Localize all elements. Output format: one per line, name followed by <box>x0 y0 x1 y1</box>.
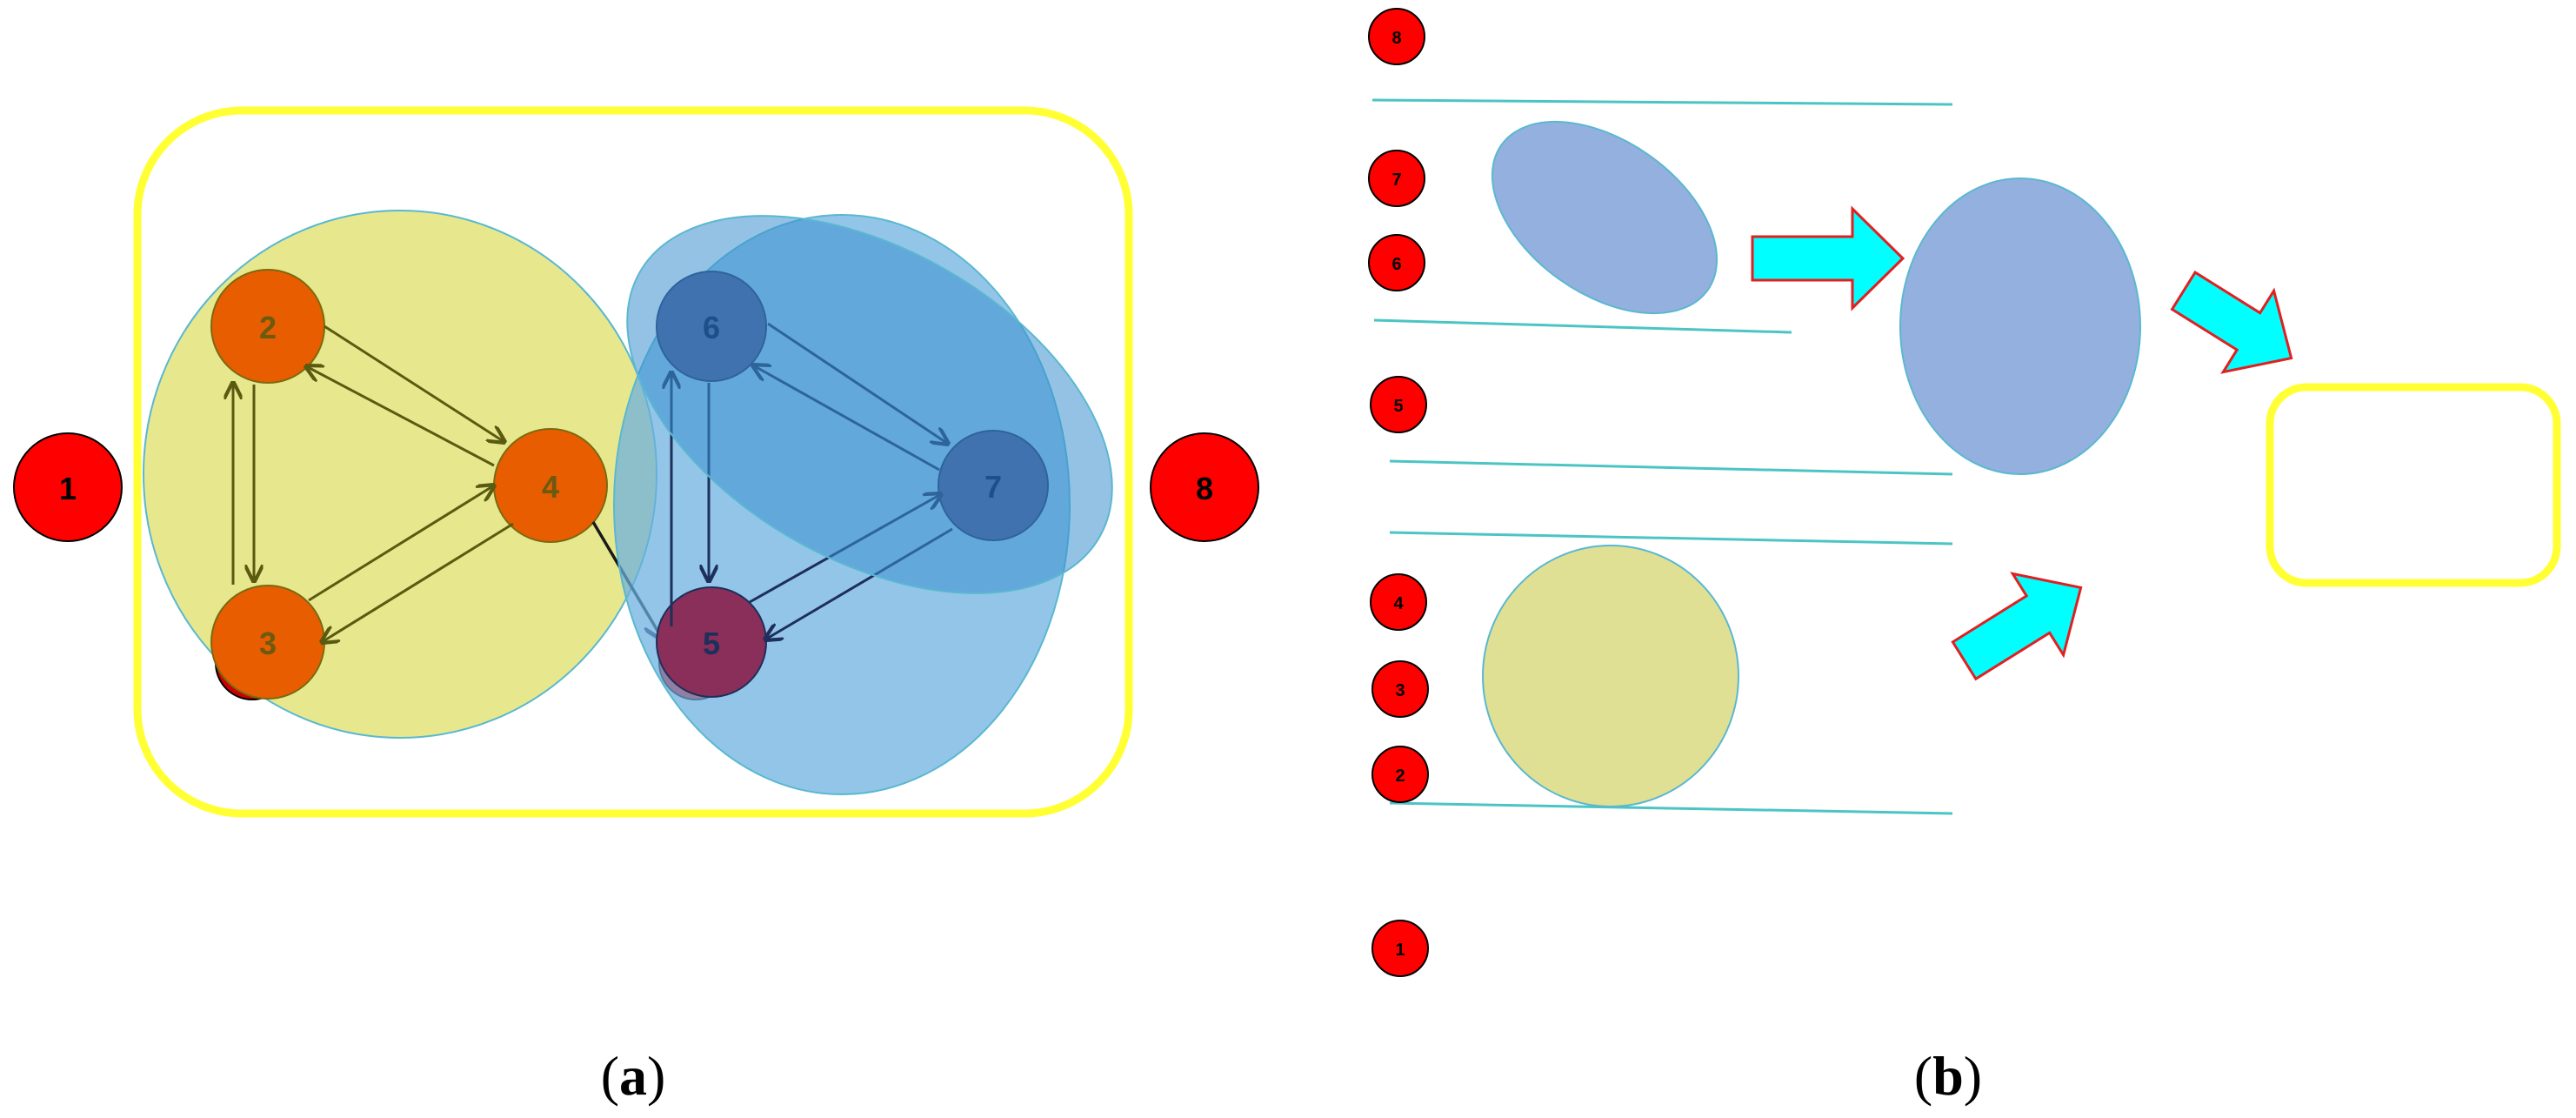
outer-node-8-label: 8 <box>1196 471 1213 506</box>
level-node-5: 5 <box>1370 376 1427 433</box>
large-blue-ellipse <box>1899 177 2141 475</box>
svg-text:2: 2 <box>1395 767 1405 786</box>
node-2-label: 2 <box>259 310 277 345</box>
edge-2-4 <box>324 325 504 442</box>
level-node-2: 2 <box>1371 746 1429 803</box>
level-node-7: 7 <box>1368 150 1425 207</box>
caption-a: (a) <box>601 1045 666 1107</box>
level-node-3: 3 <box>1371 660 1429 718</box>
small-blue-ellipse <box>1491 120 1718 315</box>
outer-community-box <box>133 106 1133 818</box>
svg-text:3: 3 <box>1395 681 1405 700</box>
node-5-label: 5 <box>703 626 720 661</box>
node-6-label: 6 <box>703 310 720 345</box>
level-node-4: 4 <box>1370 573 1427 631</box>
level-node-8: 8 <box>1368 8 1425 65</box>
svg-text:4: 4 <box>1393 594 1404 613</box>
node-4-label: 4 <box>542 469 559 505</box>
arrow-right-icon <box>1751 205 1905 311</box>
result-box <box>2266 383 2561 587</box>
svg-text:6: 6 <box>1391 255 1401 274</box>
level-line <box>1389 459 1953 476</box>
caption-b: (b) <box>1914 1045 1982 1107</box>
level-node-1: 1 <box>1371 920 1429 977</box>
node-3-label: 3 <box>259 626 277 661</box>
level-line <box>1373 318 1792 334</box>
node-7-label: 7 <box>984 469 1002 505</box>
svg-text:8: 8 <box>1391 29 1401 48</box>
arrow-down-right-icon <box>2170 270 2293 374</box>
outer-node-1-label: 1 <box>59 471 77 506</box>
panel-b: 8 7 6 5 4 3 2 1 <box>1368 8 2561 1107</box>
level-line <box>1389 531 1953 546</box>
level-line <box>1389 801 1953 815</box>
outer-node-8 <box>1150 432 1259 542</box>
edge-4-2 <box>306 366 495 467</box>
level-line <box>1371 98 1953 106</box>
svg-text:7: 7 <box>1391 171 1401 190</box>
svg-text:1: 1 <box>1395 941 1405 960</box>
blue-tilted-ellipse <box>626 215 1113 594</box>
edge-3-4 <box>308 485 494 602</box>
level-node-6: 6 <box>1368 234 1425 291</box>
outer-node-1 <box>13 432 123 542</box>
panel-a: 2 3 4 5 6 7 1 8 (a) <box>13 106 1259 1107</box>
yellow-circle <box>1482 545 1739 807</box>
arrow-up-right-icon <box>1951 572 2083 681</box>
svg-text:5: 5 <box>1393 397 1403 416</box>
edge-4-3 <box>322 522 514 642</box>
